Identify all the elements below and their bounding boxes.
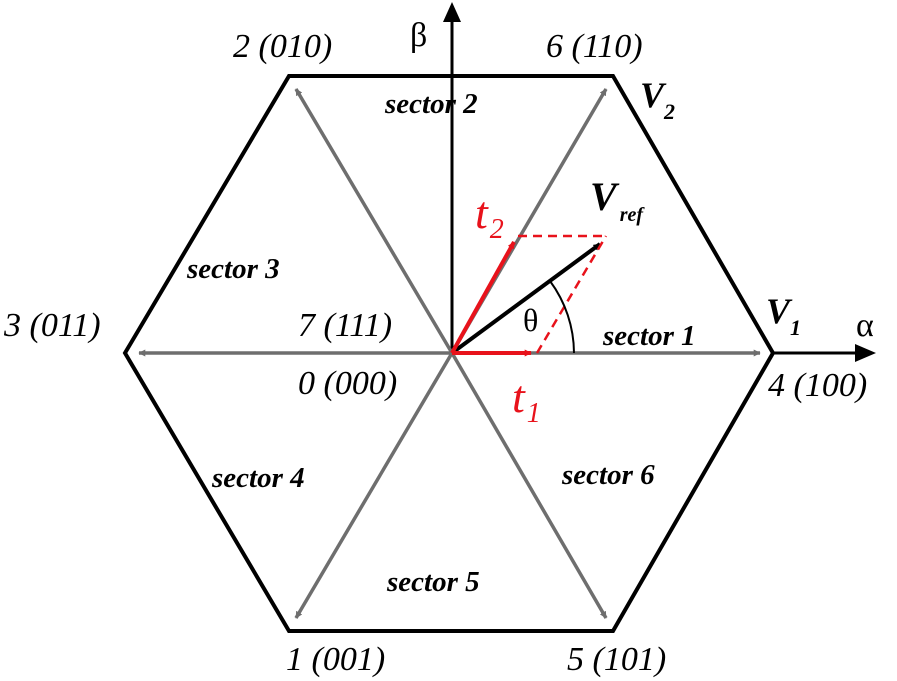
theta-arc (549, 280, 575, 354)
sector-label-3: sector 3 (186, 253, 280, 285)
alpha-axis-arrowhead (855, 344, 876, 362)
vector-1-arrow (294, 352, 454, 619)
t2-label: t2 (475, 187, 504, 245)
zero-vector-label-0: 0 (000) (298, 365, 397, 402)
t1-projection-dashed (535, 235, 608, 354)
vector-2-arrow (294, 88, 454, 354)
vref-label-sub: ref (620, 204, 646, 226)
vref-label-main: V (590, 174, 620, 219)
t2-label-main: t (475, 187, 489, 238)
vertex-label-3: 3 (011) (3, 307, 101, 344)
alpha-label: α (856, 307, 874, 344)
beta-axis-arrowhead (443, 2, 461, 22)
t2-label-sub: 2 (490, 214, 504, 245)
v2-label-sub: 2 (663, 99, 675, 124)
vertex-labels: 4 (100) 6 (110) 2 (010) 3 (011) 1 (001) … (3, 28, 867, 678)
t2-arrow (450, 241, 516, 354)
sector-label-1: sector 1 (602, 320, 696, 352)
v2-label-main: V (640, 75, 667, 115)
sector-label-6: sector 6 (561, 459, 655, 491)
v1-label-sub: 1 (790, 315, 801, 340)
sector-label-5: sector 5 (386, 566, 480, 598)
vertex-label-1: 1 (001) (286, 641, 385, 678)
v1-label: V1 (766, 291, 801, 340)
vertex-label-5: 5 (101) (567, 641, 666, 678)
sector-label-4: sector 4 (211, 462, 305, 494)
v1-label-main: V (766, 291, 793, 331)
vref-arrow (450, 242, 602, 355)
zero-vector-label-7: 7 (111) (298, 307, 392, 344)
vertex-label-6: 6 (110) (546, 28, 643, 65)
beta-label: β (410, 17, 427, 54)
t1-label-main: t (512, 371, 526, 422)
t1-label-sub: 1 (527, 398, 541, 429)
vertex-label-4: 4 (100) (768, 367, 867, 404)
sector-label-2: sector 2 (384, 88, 478, 120)
sector-labels: sector 1 sector 2 sector 3 sector 4 sect… (186, 88, 696, 598)
v2-label: V2 (640, 75, 675, 124)
hexagon-outline (122, 74, 776, 633)
t1-label: t1 (512, 371, 541, 429)
vertex-label-2: 2 (010) (233, 28, 332, 65)
vector-5-arrow (450, 352, 608, 619)
theta-label: θ (523, 302, 538, 338)
